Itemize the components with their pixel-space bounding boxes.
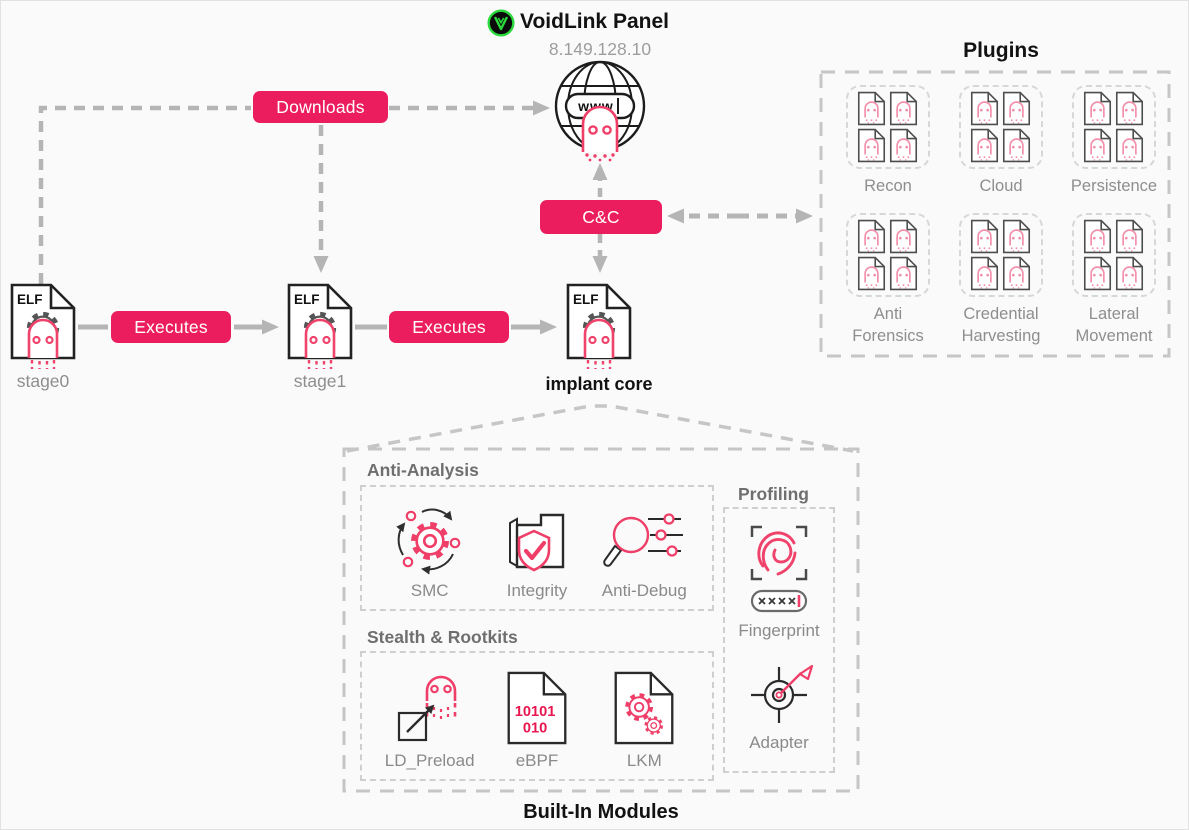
module-anti-debug: Anti-Debug <box>591 505 698 601</box>
module-label: SMC <box>410 581 449 600</box>
plugins-title: Plugins <box>963 39 1039 62</box>
plugin-group-cloud: Cloud <box>945 85 1057 197</box>
plugin-files-icon <box>1083 91 1144 163</box>
globe-icon: www <box>554 60 646 162</box>
plugin-files-cluster <box>1072 85 1156 169</box>
plugin-files-icon <box>970 219 1031 291</box>
plugin-label: Cloud <box>979 177 1023 195</box>
plugin-label: Anti Forensics <box>852 305 924 346</box>
profiling-title: Profiling <box>738 484 809 504</box>
fingerprint-icon <box>750 525 808 613</box>
plugin-files-icon <box>857 91 918 163</box>
ebpf-icon: 10101 010 <box>507 671 567 745</box>
plugin-label: Lateral Movement <box>1075 305 1153 346</box>
adapter-icon <box>751 664 814 723</box>
binary-line1: 10101 <box>515 704 556 720</box>
anti-analysis-box: SMC Integrity <box>360 485 714 611</box>
module-lkm: LKM <box>591 669 698 771</box>
plugin-group-lateral-movement: Lateral Movement <box>1058 213 1170 348</box>
plugin-files-cluster <box>846 85 930 169</box>
plugin-files-icon <box>1083 219 1144 291</box>
elf-badge: ELF <box>17 292 43 307</box>
downloads-edge-label: Downloads <box>253 91 388 123</box>
profiling-item-label: Adapter <box>749 733 809 752</box>
plugin-label: Credential Harvesting <box>961 305 1041 346</box>
cnc-edge-label: C&C <box>540 200 662 234</box>
plugin-group-credential-harvesting: Credential Harvesting <box>945 213 1057 348</box>
panel-ip-address: 8.149.128.10 <box>548 39 652 59</box>
profiling-item-label: Fingerprint <box>738 621 820 640</box>
elf-badge: ELF <box>573 292 599 307</box>
stage0-elf-file-icon: ELF <box>9 282 77 370</box>
executes-edge-label-1: Executes <box>111 311 231 343</box>
implant-core-label: implant core <box>545 374 653 394</box>
anti-analysis-title: Anti-Analysis <box>367 460 479 480</box>
page-title: VoidLink Panel <box>520 10 669 33</box>
module-label: eBPF <box>515 751 559 770</box>
module-smc: SMC <box>376 505 483 601</box>
module-label: Integrity <box>506 581 568 600</box>
plugin-group-persistence: Persistence <box>1058 85 1170 197</box>
plugin-files-cluster <box>959 85 1043 169</box>
plugin-files-cluster <box>959 213 1043 297</box>
built-in-modules-title: Built-In Modules <box>523 801 679 823</box>
executes-edge-label-2: Executes <box>389 311 509 343</box>
ld-preload-icon <box>397 675 456 742</box>
stealth-rootkits-title: Stealth & Rootkits <box>367 627 518 647</box>
smc-icon <box>395 508 460 575</box>
module-label: Anti-Debug <box>601 581 687 600</box>
stage0-label: stage0 <box>16 371 70 391</box>
module-ebpf: 10101 010 eBPF <box>483 669 590 771</box>
elf-badge: ELF <box>294 292 320 307</box>
stealth-rootkits-box: LD_Preload 10101 010 eBPF LKM <box>360 651 714 781</box>
plugin-group-anti-forensics: Anti Forensics <box>832 213 944 348</box>
binary-line2: 010 <box>523 720 547 736</box>
module-integrity: Integrity <box>483 505 590 601</box>
implant-core-elf-file-icon: ELF <box>565 282 633 370</box>
plugin-files-cluster <box>846 213 930 297</box>
voidlink-logo-icon <box>487 9 515 37</box>
plugin-label: Recon <box>864 177 912 195</box>
module-label: LD_Preload <box>384 751 475 770</box>
stage1-label: stage1 <box>293 371 347 391</box>
module-label: LKM <box>626 751 662 770</box>
plugin-files-icon <box>970 91 1031 163</box>
module-ld-preload: LD_Preload <box>376 669 483 771</box>
plugin-group-recon: Recon <box>832 85 944 197</box>
plugin-files-icon <box>857 219 918 291</box>
lkm-icon <box>614 671 674 745</box>
plugin-label: Persistence <box>1070 177 1158 195</box>
integrity-icon <box>508 513 565 572</box>
plugin-files-cluster <box>1072 213 1156 297</box>
profiling-box: Fingerprint Adapter <box>723 507 835 773</box>
anti-debug-icon <box>603 513 684 567</box>
stage1-elf-file-icon: ELF <box>286 282 354 370</box>
